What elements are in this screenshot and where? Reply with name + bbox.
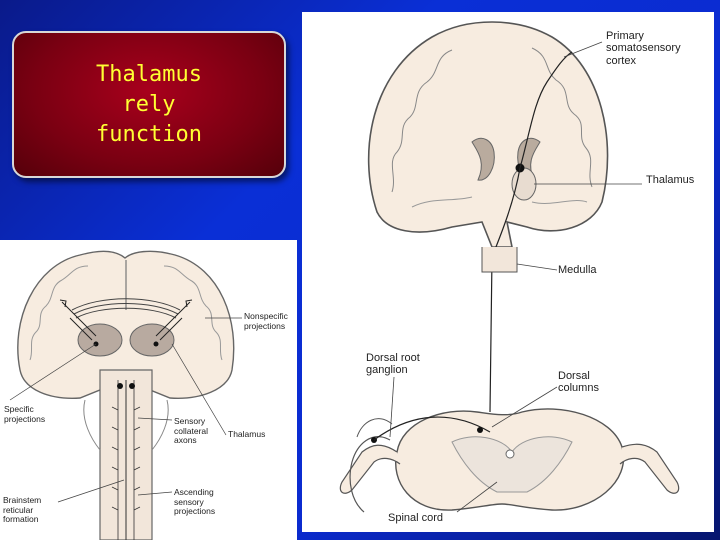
label-sensory-collateral-axons: Sensory collateral axons	[174, 416, 209, 446]
title-box: Thalamus rely function	[12, 31, 286, 178]
left-diagram-panel: Nonspecific projections Specific project…	[0, 240, 297, 540]
label-primary-somatosensory-cortex: Primary somatosensory cortex	[606, 30, 681, 67]
label-specific-projections: Specific projections	[4, 404, 46, 424]
label-dorsal-columns: Dorsal columns	[558, 370, 599, 395]
left-thalamus-left	[77, 323, 123, 357]
right-thalamus	[511, 167, 537, 201]
label-medulla: Medulla	[558, 264, 597, 276]
right-cerebrum	[367, 21, 609, 248]
title-line-1: Thalamus	[96, 61, 202, 87]
title-line-2: rely	[122, 91, 176, 117]
label-right-thalamus: Thalamus	[646, 174, 695, 186]
right-diagram-panel: Primary somatosensory cortex Thalamus Me…	[302, 12, 714, 532]
title-line-3: function	[96, 121, 202, 147]
label-nonspecific-projections: Nonspecific projections	[244, 311, 288, 331]
label-brainstem-reticular: Brainstem reticular formation	[3, 495, 42, 525]
right-medulla	[481, 247, 518, 273]
label-left-thalamus: Thalamus	[228, 429, 266, 439]
label-dorsal-root-ganglion: Dorsal root ganglion	[366, 352, 420, 377]
label-ascending-sensory: Ascending sensory projections	[174, 487, 216, 517]
right-brain-illustration	[339, 21, 680, 513]
label-spinal-cord: Spinal cord	[388, 512, 444, 524]
left-thalamus-right	[129, 323, 175, 357]
left-brain-illustration	[9, 250, 242, 540]
